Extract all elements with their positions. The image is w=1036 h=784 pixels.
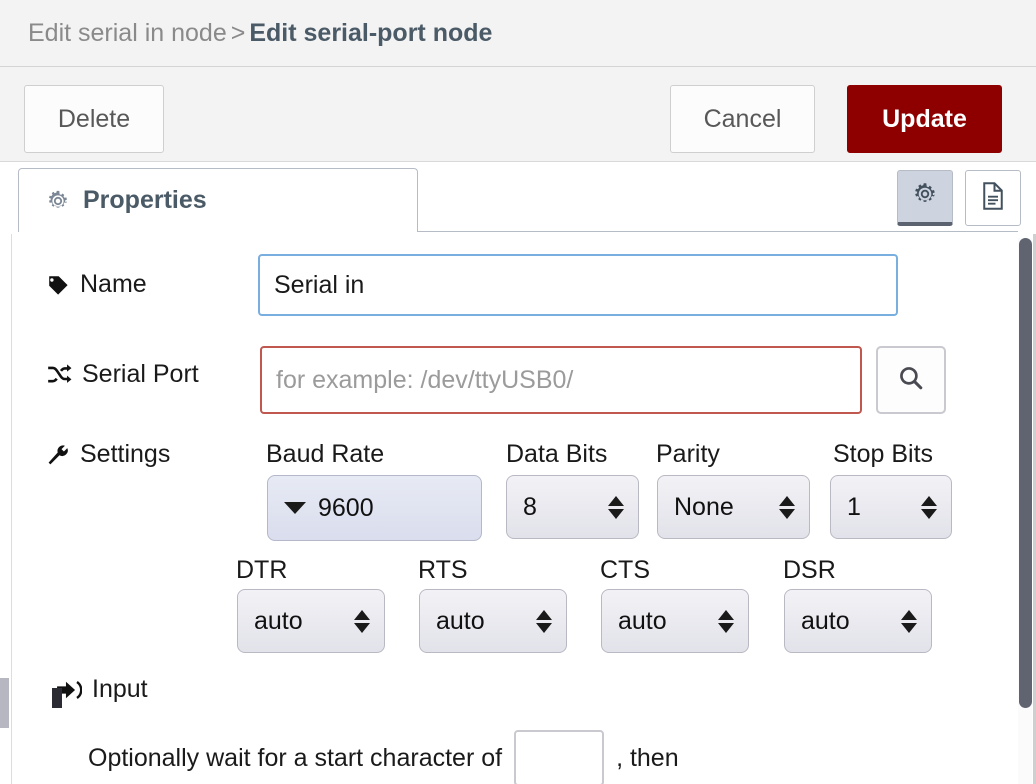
update-button[interactable]: Update [847, 85, 1002, 153]
cts-label: CTS [600, 556, 650, 584]
spinner-icon [921, 495, 937, 519]
sign-in-icon [56, 679, 82, 701]
baud-rate-select[interactable]: 9600 [267, 475, 482, 541]
node-port-marker [52, 688, 62, 708]
cancel-button[interactable]: Cancel [670, 85, 815, 153]
parity-label: Parity [656, 440, 720, 468]
tab-bar-underline [18, 231, 1018, 232]
wrench-icon [46, 443, 70, 467]
dsr-select[interactable]: auto [784, 589, 932, 653]
data-bits-select[interactable]: 8 [506, 475, 639, 539]
search-icon [897, 364, 925, 397]
baud-rate-value: 9600 [318, 493, 374, 522]
dialog-header: Edit serial in node>Edit serial-port nod… [0, 0, 1036, 67]
name-input[interactable] [258, 254, 898, 316]
breadcrumb: Edit serial in node>Edit serial-port nod… [28, 17, 492, 49]
data-bits-value: 8 [523, 492, 537, 521]
spinner-icon [608, 495, 624, 519]
settings-label-text: Settings [80, 440, 171, 468]
tab-bar: Properties [0, 162, 1036, 234]
spinner-icon [779, 495, 795, 519]
stop-bits-label: Stop Bits [833, 440, 934, 468]
rts-value: auto [436, 606, 485, 635]
document-icon [979, 181, 1007, 216]
settings-panel-button[interactable] [897, 170, 953, 226]
input-section-label: Input [56, 675, 148, 704]
tag-icon [46, 273, 70, 297]
start-character-sentence: Optionally wait for a start character of… [88, 730, 679, 784]
serial-port-search-button[interactable] [876, 346, 946, 414]
serial-port-label: Serial Port [46, 360, 199, 389]
tab-properties[interactable]: Properties [18, 168, 418, 232]
scrollbar-track [1033, 234, 1036, 784]
cts-select[interactable]: auto [601, 589, 749, 653]
parity-select[interactable]: None [657, 475, 810, 539]
name-label: Name [46, 270, 147, 299]
cts-value: auto [618, 606, 667, 635]
serial-port-input[interactable] [260, 346, 862, 414]
baud-rate-label: Baud Rate [266, 440, 385, 468]
dsr-value: auto [801, 606, 850, 635]
input-section-label-text: Input [92, 675, 148, 703]
dsr-label: DSR [783, 556, 836, 584]
form-scrollbar-thumb[interactable] [1019, 238, 1032, 708]
dtr-value: auto [254, 606, 303, 635]
spinner-icon [354, 609, 370, 633]
spinner-icon [536, 609, 552, 633]
dtr-select[interactable]: auto [237, 589, 385, 653]
info-panel-button[interactable] [965, 170, 1021, 226]
stop-bits-select[interactable]: 1 [830, 475, 952, 539]
spinner-icon [718, 609, 734, 633]
breadcrumb-parent[interactable]: Edit serial in node [28, 19, 227, 47]
settings-label: Settings [46, 440, 170, 469]
data-bits-label: Data Bits [506, 440, 608, 468]
properties-form: Name Serial Port [18, 234, 1018, 784]
rts-label: RTS [418, 556, 468, 584]
gear-icon [911, 180, 939, 213]
dialog-action-bar: Delete Cancel Update [0, 67, 1036, 162]
parity-value: None [674, 492, 734, 521]
breadcrumb-current: Edit serial-port node [249, 19, 493, 47]
tab-properties-label: Properties [83, 186, 207, 214]
left-edge-strip [0, 234, 12, 784]
form-scrollbar[interactable] [1018, 238, 1032, 784]
serial-port-label-text: Serial Port [82, 360, 199, 388]
start-character-text-after: , then [616, 743, 679, 772]
gear-icon [45, 188, 71, 214]
rts-select[interactable]: auto [419, 589, 567, 653]
spinner-icon [901, 609, 917, 633]
chevron-down-icon [284, 502, 306, 514]
start-character-input[interactable] [514, 730, 605, 784]
left-scrollbar-thumb[interactable] [0, 678, 9, 728]
start-character-text-before: Optionally wait for a start character of [88, 743, 503, 772]
name-label-text: Name [80, 270, 147, 298]
shuffle-icon [46, 363, 72, 387]
breadcrumb-separator: > [230, 19, 246, 47]
dtr-label: DTR [236, 556, 288, 584]
delete-button[interactable]: Delete [24, 85, 164, 153]
stop-bits-value: 1 [847, 492, 861, 521]
